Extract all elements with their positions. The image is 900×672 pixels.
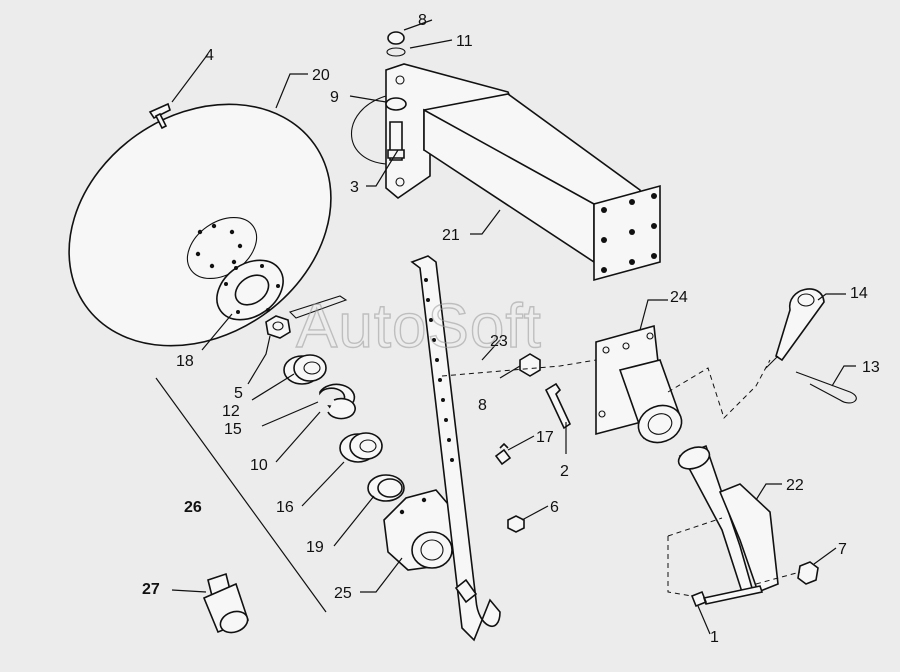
callout-6: 6	[550, 499, 559, 516]
callout-12: 12	[222, 403, 240, 420]
support-arm	[410, 255, 501, 642]
callout-26: 26	[184, 499, 202, 516]
linch-pin	[765, 288, 825, 369]
callout-19: 19	[306, 539, 324, 556]
callout-8b: 8	[478, 397, 487, 414]
bearing-12	[283, 354, 327, 385]
callout-13: 13	[862, 359, 880, 376]
callout-21: 21	[442, 227, 460, 244]
leader-lines	[155, 19, 856, 635]
pivot-plate	[595, 324, 683, 444]
bearing-16	[339, 432, 383, 463]
callout-16: 16	[276, 499, 294, 516]
nut-8b	[519, 353, 541, 377]
yoke	[677, 444, 779, 594]
callout-23: 23	[490, 333, 508, 350]
callout-25: 25	[334, 585, 352, 602]
flange-plate	[216, 259, 284, 321]
callout-4: 4	[205, 47, 214, 64]
callout-27: 27	[142, 581, 160, 598]
seal-ring	[367, 474, 405, 502]
callout-labels: 4 20 8 11 9 3 21 18 5 12 15 10 16 19 25 …	[142, 12, 880, 646]
callout-15: 15	[224, 421, 242, 438]
callout-3: 3	[350, 179, 359, 196]
callout-10: 10	[250, 457, 268, 474]
nut	[265, 315, 291, 339]
assembly-lines	[441, 359, 801, 597]
callout-18: 18	[176, 353, 194, 370]
circlip	[319, 383, 356, 420]
callout-5: 5	[234, 385, 243, 402]
callout-7: 7	[838, 541, 847, 558]
grease-cap	[202, 572, 249, 634]
bolt-2	[544, 382, 572, 430]
callout-20: 20	[312, 67, 330, 84]
split-pin	[288, 295, 348, 319]
callout-17: 17	[536, 429, 554, 446]
bolt-1	[690, 585, 764, 608]
square-beam	[423, 93, 661, 282]
countersunk-screw	[148, 102, 171, 130]
grease-nipple	[494, 442, 512, 466]
callout-24: 24	[670, 289, 688, 306]
callout-2: 2	[560, 463, 569, 480]
callout-11: 11	[456, 33, 473, 50]
nut-7	[797, 561, 819, 585]
callout-1: 1	[710, 629, 719, 646]
callout-14: 14	[850, 285, 868, 302]
callout-8: 8	[418, 12, 427, 29]
r-clip	[795, 371, 857, 404]
callout-9: 9	[330, 89, 339, 106]
callout-22: 22	[786, 477, 804, 494]
nut-6	[507, 515, 525, 533]
hub	[383, 489, 455, 571]
watermark: AutoSoft	[296, 292, 542, 361]
